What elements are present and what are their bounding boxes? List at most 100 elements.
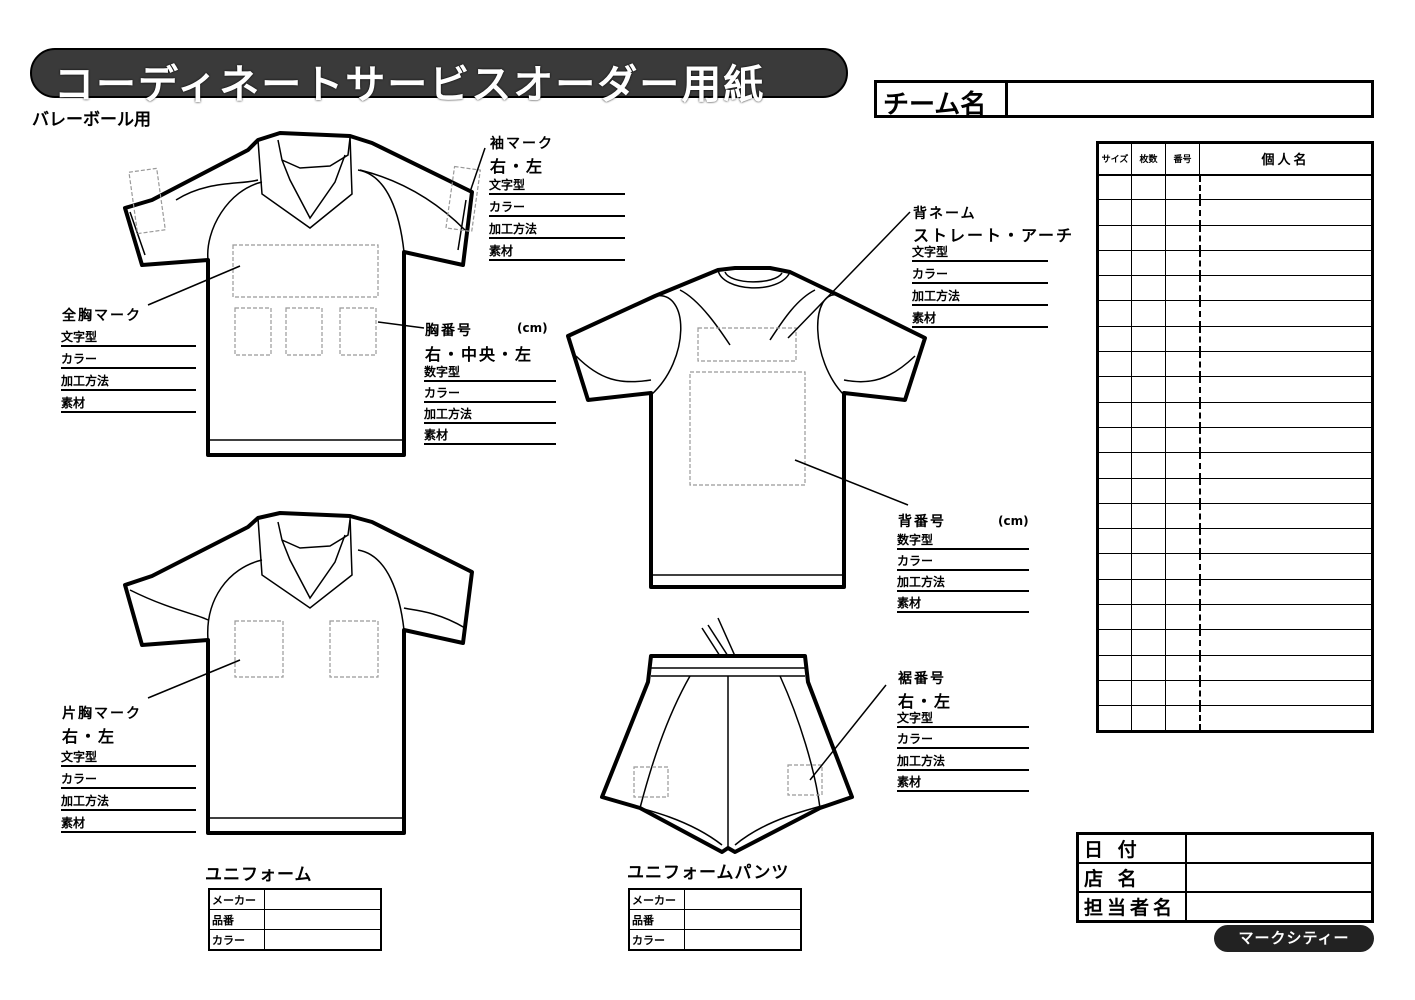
roster-number-cell[interactable] — [1165, 629, 1201, 656]
uniform-item-field[interactable] — [264, 909, 382, 930]
roster-size-cell[interactable] — [1097, 376, 1132, 403]
roster-count-cell[interactable] — [1131, 224, 1166, 251]
roster-size-cell[interactable] — [1097, 224, 1132, 251]
roster-number-cell[interactable] — [1165, 224, 1201, 251]
date-field[interactable] — [1185, 832, 1374, 864]
back-name-material-field[interactable]: 素材 — [912, 309, 1048, 328]
back-number-material-field[interactable]: 素材 — [897, 594, 1029, 613]
roster-name-cell[interactable] — [1199, 401, 1373, 428]
roster-count-cell[interactable] — [1131, 325, 1166, 353]
roster-name-cell[interactable] — [1199, 629, 1373, 656]
roster-count-cell[interactable] — [1131, 376, 1166, 403]
roster-number-cell[interactable] — [1165, 477, 1201, 504]
chest-number-method-field[interactable]: 加工方法 — [424, 405, 556, 424]
full-chest-font-field[interactable]: 文字型 — [61, 328, 196, 347]
roster-number-cell[interactable] — [1165, 528, 1201, 555]
sleeve-mark-font-field[interactable]: 文字型 — [489, 176, 625, 195]
roster-number-cell[interactable] — [1165, 401, 1201, 428]
roster-count-cell[interactable] — [1131, 199, 1166, 226]
back-name-color-field[interactable]: カラー — [912, 265, 1048, 284]
roster-count-cell[interactable] — [1131, 553, 1166, 580]
roster-size-cell[interactable] — [1097, 199, 1132, 226]
roster-count-cell[interactable] — [1131, 477, 1166, 504]
roster-number-cell[interactable] — [1165, 452, 1201, 479]
roster-count-cell[interactable] — [1131, 604, 1166, 631]
roster-count-cell[interactable] — [1131, 401, 1166, 428]
roster-number-cell[interactable] — [1165, 351, 1201, 378]
roster-name-cell[interactable] — [1199, 300, 1373, 327]
roster-size-cell[interactable] — [1097, 351, 1132, 378]
sleeve-mark-color-field[interactable]: カラー — [489, 198, 625, 217]
chest-number-color-field[interactable]: カラー — [424, 384, 556, 403]
roster-count-cell[interactable] — [1131, 249, 1166, 277]
roster-name-cell[interactable] — [1199, 679, 1373, 707]
pants-maker-field[interactable] — [684, 888, 802, 910]
roster-number-cell[interactable] — [1165, 679, 1201, 707]
roster-count-cell[interactable] — [1131, 173, 1166, 201]
team-name-field[interactable]: チーム名 — [874, 80, 1374, 120]
roster-size-cell[interactable] — [1097, 705, 1132, 732]
roster-size-cell[interactable] — [1097, 477, 1132, 504]
roster-size-cell[interactable] — [1097, 604, 1132, 631]
roster-name-cell[interactable] — [1199, 249, 1373, 277]
chest-number-material-field[interactable]: 素材 — [424, 426, 556, 445]
roster-number-cell[interactable] — [1165, 502, 1201, 530]
back-name-method-field[interactable]: 加工方法 — [912, 287, 1048, 306]
roster-size-cell[interactable] — [1097, 452, 1132, 479]
staff-field[interactable] — [1185, 891, 1374, 923]
roster-name-cell[interactable] — [1199, 275, 1373, 302]
pants-item-field[interactable] — [684, 909, 802, 930]
roster-size-cell[interactable] — [1097, 679, 1132, 707]
roster-number-cell[interactable] — [1165, 705, 1201, 732]
sleeve-mark-material-field[interactable]: 素材 — [489, 242, 625, 261]
roster-count-cell[interactable] — [1131, 679, 1166, 707]
roster-size-cell[interactable] — [1097, 654, 1132, 681]
roster-name-cell[interactable] — [1199, 553, 1373, 580]
back-number-method-field[interactable]: 加工方法 — [897, 573, 1029, 592]
roster-number-cell[interactable] — [1165, 249, 1201, 277]
roster-name-cell[interactable] — [1199, 654, 1373, 681]
roster-number-cell[interactable] — [1165, 376, 1201, 403]
roster-number-cell[interactable] — [1165, 300, 1201, 327]
store-field[interactable] — [1185, 862, 1374, 893]
one-chest-font-field[interactable]: 文字型 — [61, 748, 196, 767]
roster-name-cell[interactable] — [1199, 528, 1373, 555]
roster-name-cell[interactable] — [1199, 426, 1373, 454]
back-name-font-field[interactable]: 文字型 — [912, 243, 1048, 262]
roster-name-cell[interactable] — [1199, 477, 1373, 504]
roster-name-cell[interactable] — [1199, 502, 1373, 530]
back-number-color-field[interactable]: カラー — [897, 552, 1029, 571]
roster-count-cell[interactable] — [1131, 705, 1166, 732]
roster-count-cell[interactable] — [1131, 502, 1166, 530]
hem-number-color-field[interactable]: カラー — [897, 730, 1029, 749]
chest-number-digit-field[interactable]: 数字型 — [424, 363, 556, 382]
roster-size-cell[interactable] — [1097, 578, 1132, 606]
roster-name-cell[interactable] — [1199, 325, 1373, 353]
roster-name-cell[interactable] — [1199, 604, 1373, 631]
roster-count-cell[interactable] — [1131, 300, 1166, 327]
full-chest-color-field[interactable]: カラー — [61, 350, 196, 369]
roster-name-cell[interactable] — [1199, 173, 1373, 201]
roster-number-cell[interactable] — [1165, 578, 1201, 606]
roster-size-cell[interactable] — [1097, 325, 1132, 353]
one-chest-method-field[interactable]: 加工方法 — [61, 792, 196, 811]
roster-name-cell[interactable] — [1199, 452, 1373, 479]
roster-size-cell[interactable] — [1097, 401, 1132, 428]
back-number-digit-field[interactable]: 数字型 — [897, 531, 1029, 550]
roster-size-cell[interactable] — [1097, 426, 1132, 454]
roster-number-cell[interactable] — [1165, 275, 1201, 302]
roster-name-cell[interactable] — [1199, 199, 1373, 226]
roster-size-cell[interactable] — [1097, 553, 1132, 580]
roster-number-cell[interactable] — [1165, 604, 1201, 631]
roster-size-cell[interactable] — [1097, 528, 1132, 555]
sleeve-mark-method-field[interactable]: 加工方法 — [489, 220, 625, 239]
roster-name-cell[interactable] — [1199, 376, 1373, 403]
full-chest-material-field[interactable]: 素材 — [61, 394, 196, 413]
roster-number-cell[interactable] — [1165, 426, 1201, 454]
roster-count-cell[interactable] — [1131, 452, 1166, 479]
uniform-maker-field[interactable] — [264, 888, 382, 910]
roster-size-cell[interactable] — [1097, 275, 1132, 302]
roster-count-cell[interactable] — [1131, 629, 1166, 656]
roster-number-cell[interactable] — [1165, 553, 1201, 580]
roster-number-cell[interactable] — [1165, 173, 1201, 201]
